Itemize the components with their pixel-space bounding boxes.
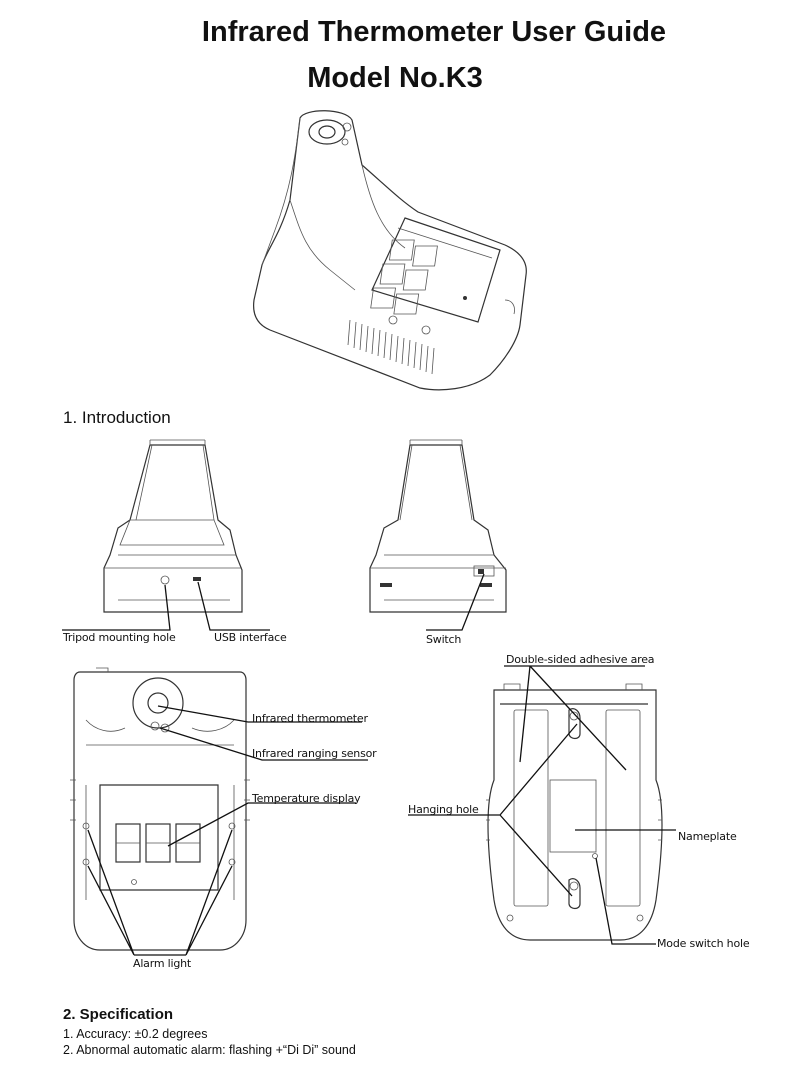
device-face-view [70, 667, 250, 951]
introduction-heading: 1. Introduction [63, 408, 171, 427]
device-backplate-view [486, 683, 663, 941]
label-infrared-ranging-sensor: Infrared ranging sensor [252, 747, 377, 760]
label-nameplate: Nameplate [678, 830, 737, 843]
label-tripod-mounting-hole: Tripod mounting hole [63, 631, 176, 644]
label-infrared-thermometer: Infrared thermometer [252, 712, 368, 725]
leader-lines [62, 573, 676, 956]
label-switch: Switch [426, 633, 462, 646]
document-title: Infrared Thermometer User Guide [201, 16, 667, 48]
label-alarm-light: Alarm light [133, 957, 192, 970]
label-mode-switch-hole: Mode switch hole [657, 937, 750, 950]
specification-heading: 2. Specification [63, 1006, 174, 1023]
model-number: Model No.K3 [307, 62, 483, 94]
label-usb-interface: USB interface [214, 631, 287, 644]
device-perspective-drawing [253, 110, 527, 391]
device-back-view [369, 439, 507, 613]
label-hanging-hole: Hanging hole [408, 803, 479, 816]
spec-item-accuracy: 1. Accuracy: ±0.2 degrees [63, 1027, 208, 1041]
device-front-view [103, 439, 243, 613]
label-double-sided-adhesive-area: Double-sided adhesive area [506, 653, 655, 666]
spec-item-alarm: 2. Abnormal automatic alarm: flashing +“… [63, 1043, 356, 1057]
label-temperature-display: Temperature display [252, 792, 361, 805]
